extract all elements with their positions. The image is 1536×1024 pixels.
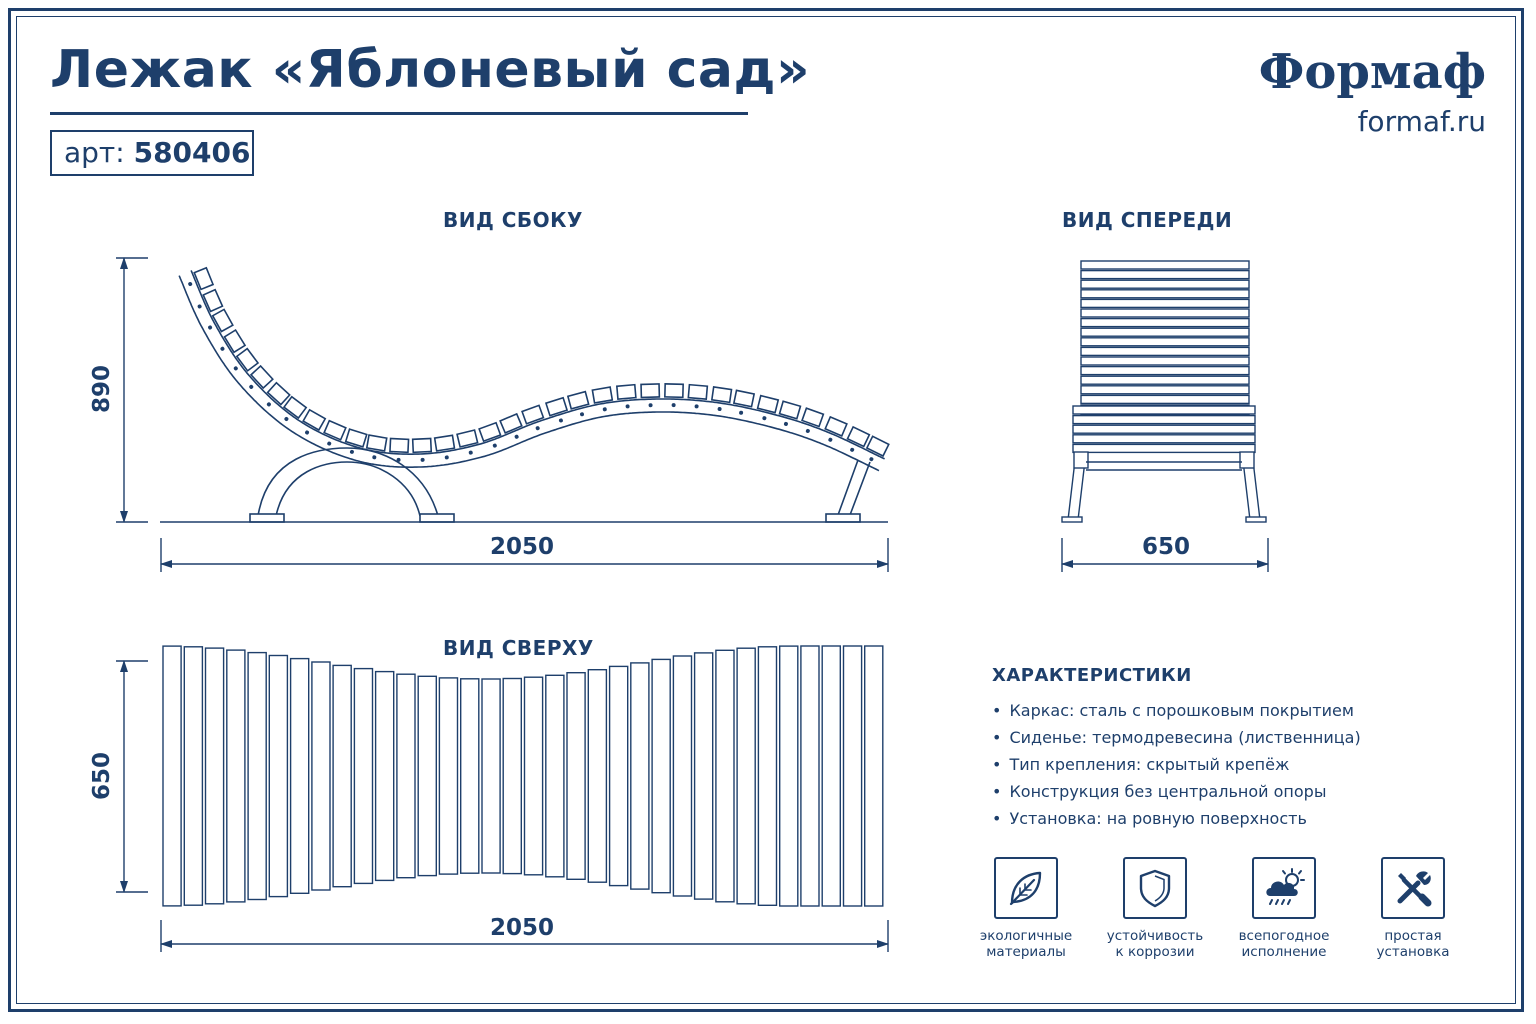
front-view-label: ВИД СПЕРЕДИ: [1062, 208, 1233, 232]
feature-label: всепогодное: [1238, 928, 1330, 944]
side-view-label: ВИД СБОКУ: [443, 208, 583, 232]
top-depth-dimension: 650: [89, 751, 116, 801]
top-view-label: ВИД СВЕРХУ: [443, 636, 594, 660]
title-underline: [50, 112, 748, 115]
specs-list: Каркас: сталь с порошковым покрытием Сид…: [992, 697, 1361, 832]
outer-frame: [8, 8, 1524, 1012]
feature-label: к коррозии: [1115, 944, 1195, 960]
feature-label: устойчивость: [1106, 928, 1204, 944]
spec-item: Каркас: сталь с порошковым покрытием: [992, 697, 1361, 724]
leaf-icon: [1009, 871, 1042, 906]
spec-item: Сиденье: термодревесина (лиственница): [992, 724, 1360, 751]
tools-icon: [1397, 871, 1432, 907]
brand-site: formaf.ru: [1357, 105, 1486, 138]
shield-icon: [1139, 869, 1171, 908]
article-box: арт: 580406: [50, 130, 254, 176]
side-width-dimension: 2050: [490, 534, 555, 560]
brand-logo: Формаф: [1258, 44, 1486, 100]
article-prefix: арт:: [64, 136, 125, 169]
specs-title: ХАРАКТЕРИСТИКИ: [992, 665, 1192, 686]
front-width-dimension: 650: [1142, 534, 1191, 560]
feature-label: экологичные: [979, 928, 1073, 944]
top-view-drawing: [162, 645, 884, 907]
feature-label: материалы: [986, 944, 1066, 960]
feature-label: установка: [1376, 944, 1450, 960]
feature-label: простая: [1384, 928, 1442, 944]
weather-icon: [1266, 868, 1305, 905]
feature-label: исполнение: [1241, 944, 1327, 960]
spec-item: Конструкция без центральной опоры: [992, 778, 1361, 805]
inner-frame: [16, 16, 1516, 1004]
article-number: 580406: [133, 136, 251, 169]
top-width-dimension: 2050: [490, 915, 555, 941]
front-view-drawing: [1061, 260, 1267, 523]
page-title: Лежак «Яблоневый сад»: [50, 40, 811, 100]
dimension-lines: [116, 257, 1269, 952]
spec-item: Тип крепления: скрытый крепёж: [992, 751, 1361, 778]
spec-item: Установка: на ровную поверхность: [992, 805, 1361, 832]
side-view-drawing: [160, 266, 890, 523]
side-height-dimension: 890: [89, 364, 116, 414]
